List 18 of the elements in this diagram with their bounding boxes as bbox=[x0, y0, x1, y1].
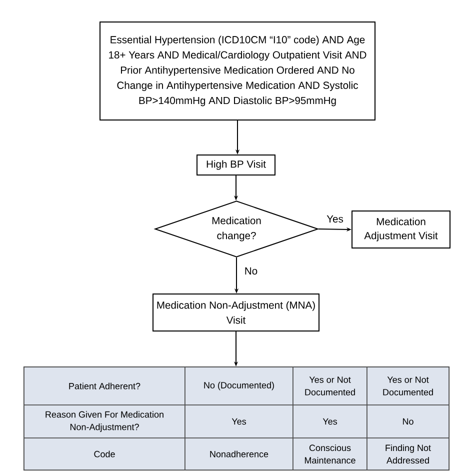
table-cell: Patient Adherent? bbox=[24, 366, 186, 406]
table-cell: Yes or Not Documented bbox=[366, 366, 450, 406]
table-cell: No (Documented) bbox=[184, 366, 294, 406]
process-box: High BP Visit bbox=[196, 154, 276, 176]
process-box: Essential Hypertension (ICD10CM “I10” code) AND Age 18+ Years AND Medical/Cardiology Outpatient Visit AND Prior Antihypertensive Medication Ordered AND No Change in Antihypertensive Medication AND Systolic BP>140mmHg AND Diastolic BP>95mmHg bbox=[100, 22, 376, 120]
table-cell: Finding Not Addressed bbox=[366, 438, 450, 470]
table-cell: No bbox=[366, 404, 450, 438]
table-cell: Yes bbox=[292, 404, 368, 438]
table-cell: Code bbox=[24, 438, 186, 470]
edge-label: Yes bbox=[326, 214, 344, 224]
edge-label: No bbox=[243, 266, 259, 276]
table-cell: Yes bbox=[184, 404, 294, 438]
table-cell: Reason Given For Medication Non-Adjustment? bbox=[24, 404, 186, 438]
table-cell: Yes or Not Documented bbox=[292, 366, 368, 406]
process-box: Medication Adjustment Visit bbox=[352, 210, 450, 248]
table-cell: Nonadherence bbox=[184, 438, 294, 470]
process-box: Medication Non-Adjustment (MNA) Visit bbox=[152, 294, 320, 332]
table-cell: Conscious Maintenance bbox=[292, 438, 368, 470]
